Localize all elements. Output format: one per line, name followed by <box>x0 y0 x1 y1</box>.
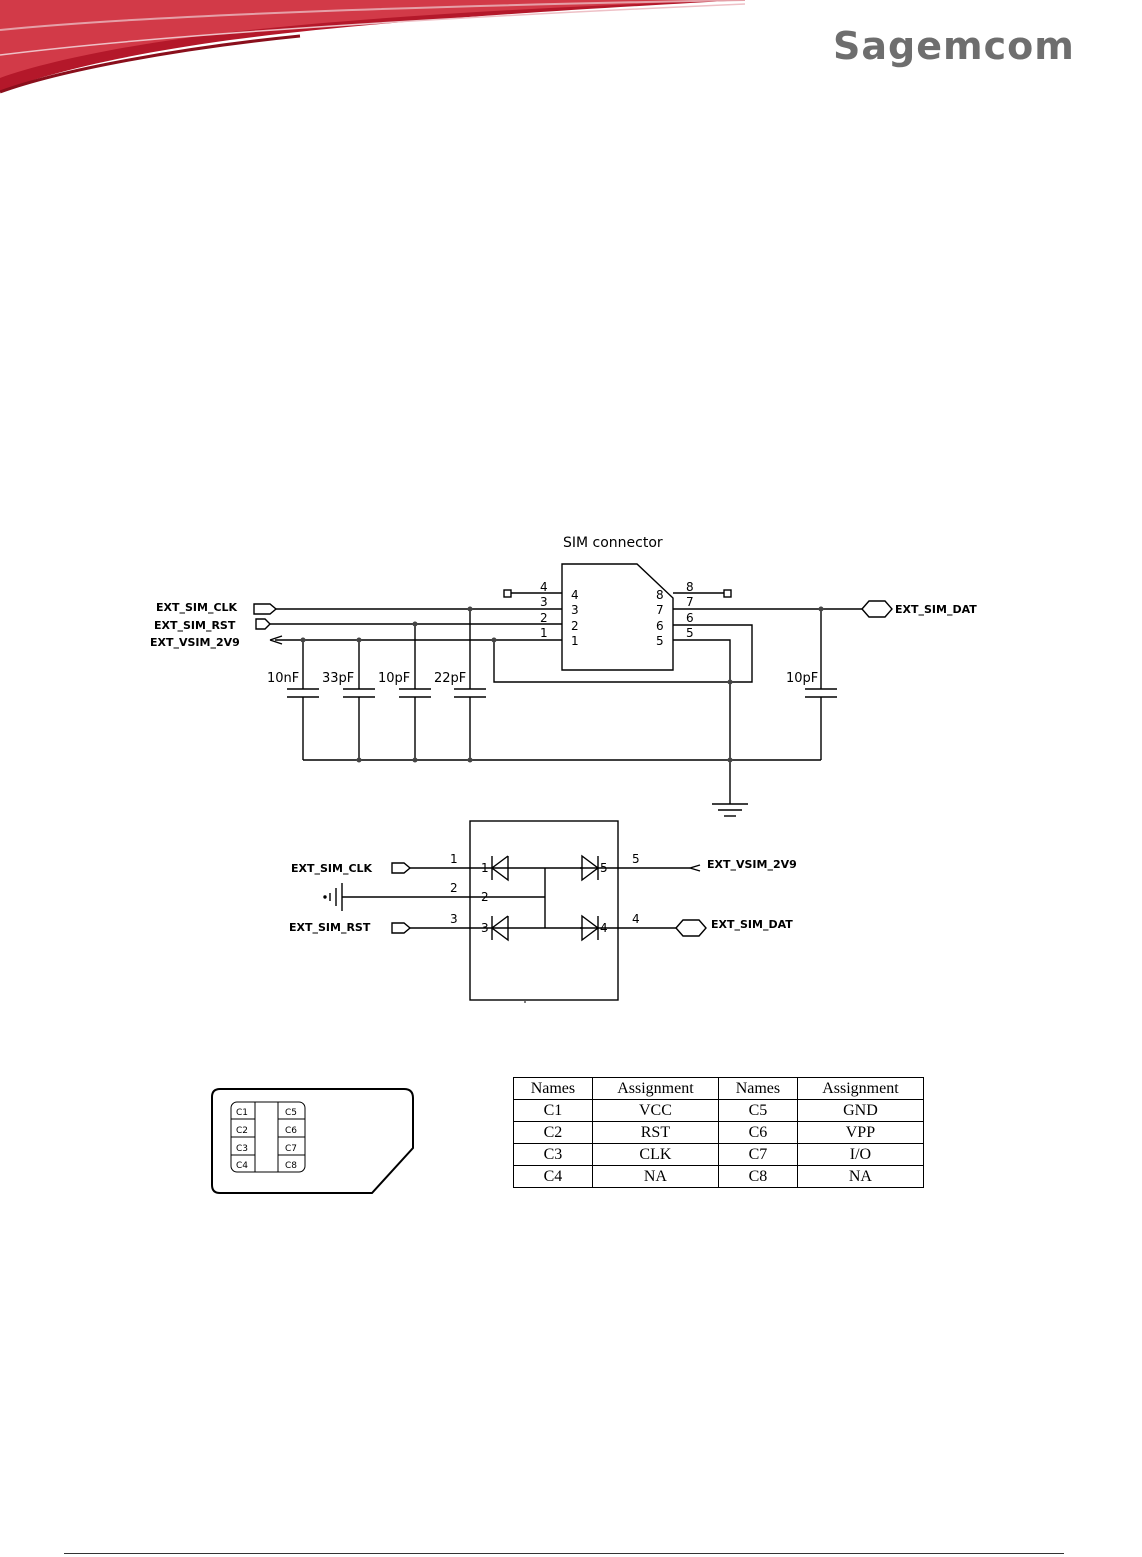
esd-clk-label: EXT_SIM_CLK <box>291 862 373 875</box>
footer-rule <box>64 1553 1064 1554</box>
table-cell: C2 <box>513 1121 593 1144</box>
sim-connector-schematic: SIM connector 4 3 2 1 4 3 2 1 8 7 6 5 8 … <box>150 535 977 817</box>
signal-rst-label: EXT_SIM_RST <box>154 619 236 632</box>
contact-c7: C7 <box>285 1144 297 1154</box>
table-cell: C4 <box>513 1165 593 1188</box>
signal-clk-label: EXT_SIM_CLK <box>156 601 238 614</box>
esd-pin-3: 3 <box>450 912 458 926</box>
table-row: C3 CLK C7 I/O <box>513 1143 925 1166</box>
pin-ext-left-3: 3 <box>540 595 548 609</box>
cap-label-dat: 10pF <box>786 671 818 686</box>
esd-inner-pin-5: 5 <box>600 861 608 875</box>
header-assignment-2: Assignment <box>796 1077 925 1100</box>
contact-c5: C5 <box>285 1108 297 1118</box>
pin-left-2: 2 <box>571 619 579 633</box>
esd-rst-label: EXT_SIM_RST <box>289 921 371 934</box>
pin-right-6: 6 <box>656 619 664 633</box>
pin-ext-left-1: 1 <box>540 626 548 640</box>
pin-assignment-table: Names Assignment Names Assignment C1 VCC… <box>513 1077 925 1188</box>
pin-right-8: 8 <box>656 588 664 602</box>
table-row: C2 RST C6 VPP <box>513 1121 925 1144</box>
pin-left-4: 4 <box>571 588 579 602</box>
esd-protection-schematic: EXT_SIM_CLK EXT_SIM_RST EXT_VSIM_2V9 EXT… <box>289 820 797 1003</box>
sagemcom-logo: Sagemcom <box>833 24 1075 68</box>
pin-ext-right-8: 8 <box>686 580 694 594</box>
contact-c8: C8 <box>285 1161 297 1171</box>
pin-ext-right-6: 6 <box>686 611 694 625</box>
sim-card-diagram: C1 C2 C3 C4 C5 C6 C7 C8 <box>211 1088 414 1194</box>
signal-dat-label: EXT_SIM_DAT <box>895 603 977 616</box>
esd-inner-pin-3: 3 <box>481 921 489 935</box>
pin-left-3: 3 <box>571 603 579 617</box>
contact-c1: C1 <box>236 1108 248 1118</box>
table-header-row: Names Assignment Names Assignment <box>513 1077 925 1100</box>
contact-c3: C3 <box>236 1144 248 1154</box>
pin-right-7: 7 <box>656 603 664 617</box>
table-row: C4 NA C8 NA <box>513 1165 925 1188</box>
esd-pin-2: 2 <box>450 881 458 895</box>
contact-c2: C2 <box>236 1126 248 1136</box>
table-cell: VCC <box>591 1099 719 1122</box>
header-swoosh <box>0 0 746 94</box>
table-cell: C5 <box>717 1099 798 1122</box>
cap-label-33pF: 33pF <box>322 671 354 686</box>
cap-10nF <box>287 640 319 760</box>
table-cell: C6 <box>717 1121 798 1144</box>
esd-pin-4: 4 <box>632 912 640 926</box>
cap-10pF <box>399 624 431 760</box>
cap-label-22pF: 22pF <box>434 671 466 686</box>
table-cell: I/O <box>796 1143 925 1166</box>
header-names-2: Names <box>717 1077 798 1100</box>
table-cell: C8 <box>717 1165 798 1188</box>
cap-dat-10pF <box>805 609 837 760</box>
esd-inner-pin-2: 2 <box>481 890 489 904</box>
table-cell: C7 <box>717 1143 798 1166</box>
table-cell: C1 <box>513 1099 593 1122</box>
esd-pin-1: 1 <box>450 852 458 866</box>
pin-ext-left-2: 2 <box>540 611 548 625</box>
table-cell: CLK <box>591 1143 719 1166</box>
header-assignment-1: Assignment <box>591 1077 719 1100</box>
esd-inner-pin-4: 4 <box>600 921 608 935</box>
esd-pin-5: 5 <box>632 852 640 866</box>
pin-ext-left-4: 4 <box>540 580 548 594</box>
signal-vsim-label: EXT_VSIM_2V9 <box>150 636 240 649</box>
cap-33pF <box>343 640 375 760</box>
connector-title: SIM connector <box>563 535 663 551</box>
pin-ext-right-5: 5 <box>686 626 694 640</box>
cap-label-10pF: 10pF <box>378 671 410 686</box>
table-cell: GND <box>796 1099 925 1122</box>
cap-label-10nF: 10nF <box>267 671 299 686</box>
table-cell: C3 <box>513 1143 593 1166</box>
table-row: C1 VCC C5 GND <box>513 1099 925 1122</box>
table-cell: NA <box>591 1165 719 1188</box>
pin-ext-right-7: 7 <box>686 595 694 609</box>
table-cell: VPP <box>796 1121 925 1144</box>
table-cell: RST <box>591 1121 719 1144</box>
esd-dat-label: EXT_SIM_DAT <box>711 918 793 931</box>
table-cell: NA <box>796 1165 925 1188</box>
pin-right-5: 5 <box>656 634 664 648</box>
header-names-1: Names <box>513 1077 593 1100</box>
cap-22pF <box>454 609 486 760</box>
esd-vsim-label: EXT_VSIM_2V9 <box>707 858 797 871</box>
esd-inner-pin-1: 1 <box>481 861 489 875</box>
pin-left-1: 1 <box>571 634 579 648</box>
contact-c4: C4 <box>236 1161 248 1171</box>
contact-c6: C6 <box>285 1126 297 1136</box>
